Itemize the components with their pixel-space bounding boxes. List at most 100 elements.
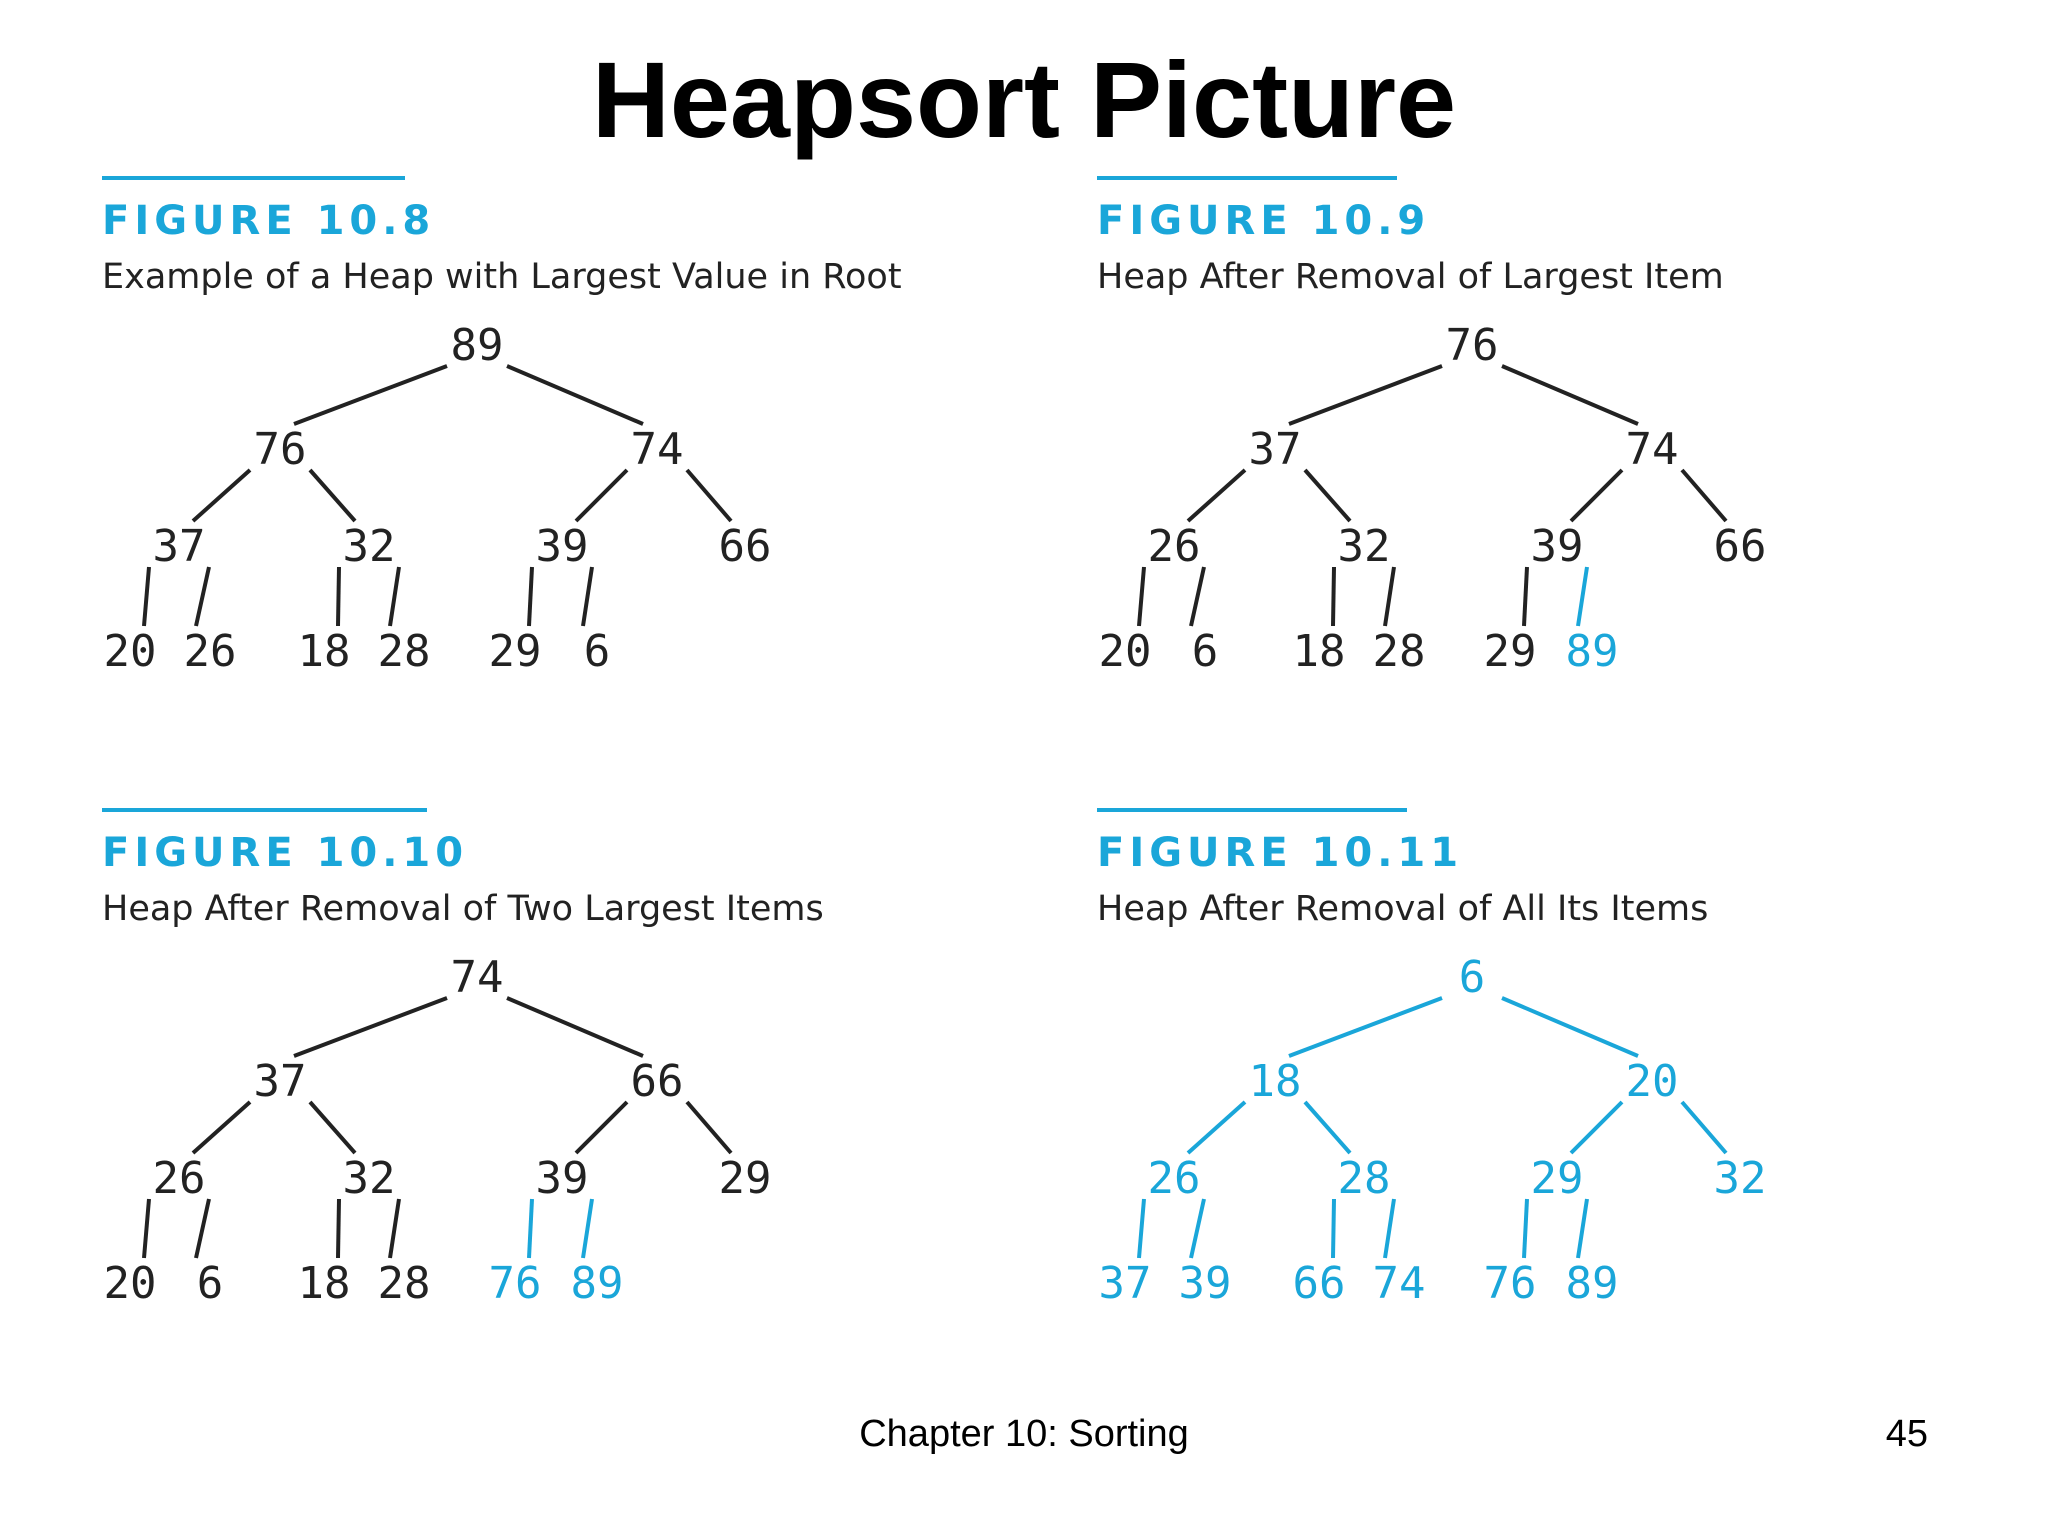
tree-edge xyxy=(1189,566,1206,627)
tree-edge xyxy=(194,566,211,627)
tree-node: 89 xyxy=(1566,626,1619,677)
tree-edge xyxy=(388,566,401,627)
figure-caption: Heap After Removal of Largest Item xyxy=(1097,257,1724,297)
tree-edge xyxy=(1331,566,1336,627)
tree-node: 6 xyxy=(584,626,611,677)
tree-node: 66 xyxy=(1293,1258,1346,1309)
tree-node: 39 xyxy=(536,521,589,572)
tree-edge xyxy=(1288,996,1443,1058)
tree-edge xyxy=(293,996,448,1058)
tree-node: 74 xyxy=(451,952,504,1003)
figure-caption: Example of a Heap with Largest Value in … xyxy=(102,257,902,297)
tree-edge xyxy=(581,1198,594,1259)
tree-node: 29 xyxy=(719,1153,772,1204)
tree-edge xyxy=(1383,1198,1396,1259)
tree-edge xyxy=(1137,566,1146,627)
tree-node: 37 xyxy=(153,521,206,572)
figure-caption: Heap After Removal of All Its Items xyxy=(1097,889,1708,929)
tree-edge xyxy=(1331,1198,1336,1259)
tree-edge xyxy=(527,566,534,627)
tree-node: 89 xyxy=(571,1258,624,1309)
figure-label: FIGURE 10.10 xyxy=(102,830,468,876)
tree-node: 20 xyxy=(1626,1056,1679,1107)
tree-node: 28 xyxy=(1373,626,1426,677)
tree-node: 74 xyxy=(631,424,684,475)
tree-edge xyxy=(1288,364,1443,426)
slide-title: Heapsort Picture xyxy=(591,39,1457,160)
tree-edge xyxy=(1569,468,1624,523)
tree-node: 6 xyxy=(197,1258,224,1309)
tree-edge xyxy=(308,468,357,523)
tree-node: 18 xyxy=(298,1258,351,1309)
figure-label: FIGURE 10.9 xyxy=(1097,198,1430,244)
tree-edge xyxy=(527,1198,534,1259)
tree-node: 6 xyxy=(1192,626,1219,677)
tree-edge xyxy=(191,1100,252,1155)
tree-node: 26 xyxy=(184,626,237,677)
tree-node: 66 xyxy=(1714,521,1767,572)
tree-node: 28 xyxy=(378,1258,431,1309)
tree-edge xyxy=(1522,1198,1529,1259)
tree-edge xyxy=(1189,1198,1206,1259)
tree-edge xyxy=(1522,566,1529,627)
tree-node: 29 xyxy=(489,626,542,677)
tree-node: 89 xyxy=(1566,1258,1619,1309)
tree-edge xyxy=(1501,364,1639,426)
tree-edge xyxy=(336,1198,341,1259)
tree-node: 6 xyxy=(1459,952,1486,1003)
tree-edge xyxy=(1137,1198,1146,1259)
tree-node: 20 xyxy=(104,1258,157,1309)
tree-edge xyxy=(1186,1100,1247,1155)
tree-node: 37 xyxy=(254,1056,307,1107)
tree-edge xyxy=(1680,1100,1728,1155)
tree-node: 28 xyxy=(1338,1153,1391,1204)
tree-edge xyxy=(1383,566,1396,627)
tree-node: 39 xyxy=(536,1153,589,1204)
tree-edge xyxy=(293,364,448,426)
tree-node: 18 xyxy=(298,626,351,677)
tree-edge xyxy=(1576,1198,1589,1259)
tree-node: 66 xyxy=(719,521,772,572)
footer-chapter: Chapter 10: Sorting xyxy=(859,1413,1189,1455)
tree-node: 26 xyxy=(153,1153,206,1204)
tree-edge xyxy=(142,566,151,627)
tree-edge xyxy=(1569,1100,1624,1155)
tree-node: 66 xyxy=(631,1056,684,1107)
tree-node: 32 xyxy=(343,1153,396,1204)
figure-label: FIGURE 10.11 xyxy=(1097,830,1463,876)
tree-node: 39 xyxy=(1179,1258,1232,1309)
tree-node: 29 xyxy=(1484,626,1537,677)
tree-node: 32 xyxy=(1714,1153,1767,1204)
tree-edge xyxy=(142,1198,151,1259)
tree-node: 20 xyxy=(104,626,157,677)
tree-edge xyxy=(1186,468,1247,523)
tree-edge xyxy=(308,1100,357,1155)
tree-edge xyxy=(685,468,733,523)
tree-node: 39 xyxy=(1531,521,1584,572)
tree-edge xyxy=(581,566,594,627)
tree-edge xyxy=(336,566,341,627)
tree-node: 76 xyxy=(489,1258,542,1309)
tree-edge xyxy=(574,1100,629,1155)
figure-caption: Heap After Removal of Two Largest Items xyxy=(102,889,824,929)
tree-node: 20 xyxy=(1099,626,1152,677)
tree-node: 32 xyxy=(1338,521,1391,572)
tree-node: 26 xyxy=(1148,521,1201,572)
tree-edge xyxy=(388,1198,401,1259)
tree-node: 37 xyxy=(1249,424,1302,475)
tree-edge xyxy=(574,468,629,523)
tree-node: 89 xyxy=(451,320,504,371)
tree-node: 32 xyxy=(343,521,396,572)
tree-node: 76 xyxy=(254,424,307,475)
tree-node: 74 xyxy=(1373,1258,1426,1309)
tree-edge xyxy=(191,468,252,523)
tree-edge xyxy=(506,996,644,1058)
tree-edge xyxy=(1303,468,1352,523)
tree-edge xyxy=(1303,1100,1352,1155)
tree-edge xyxy=(194,1198,211,1259)
